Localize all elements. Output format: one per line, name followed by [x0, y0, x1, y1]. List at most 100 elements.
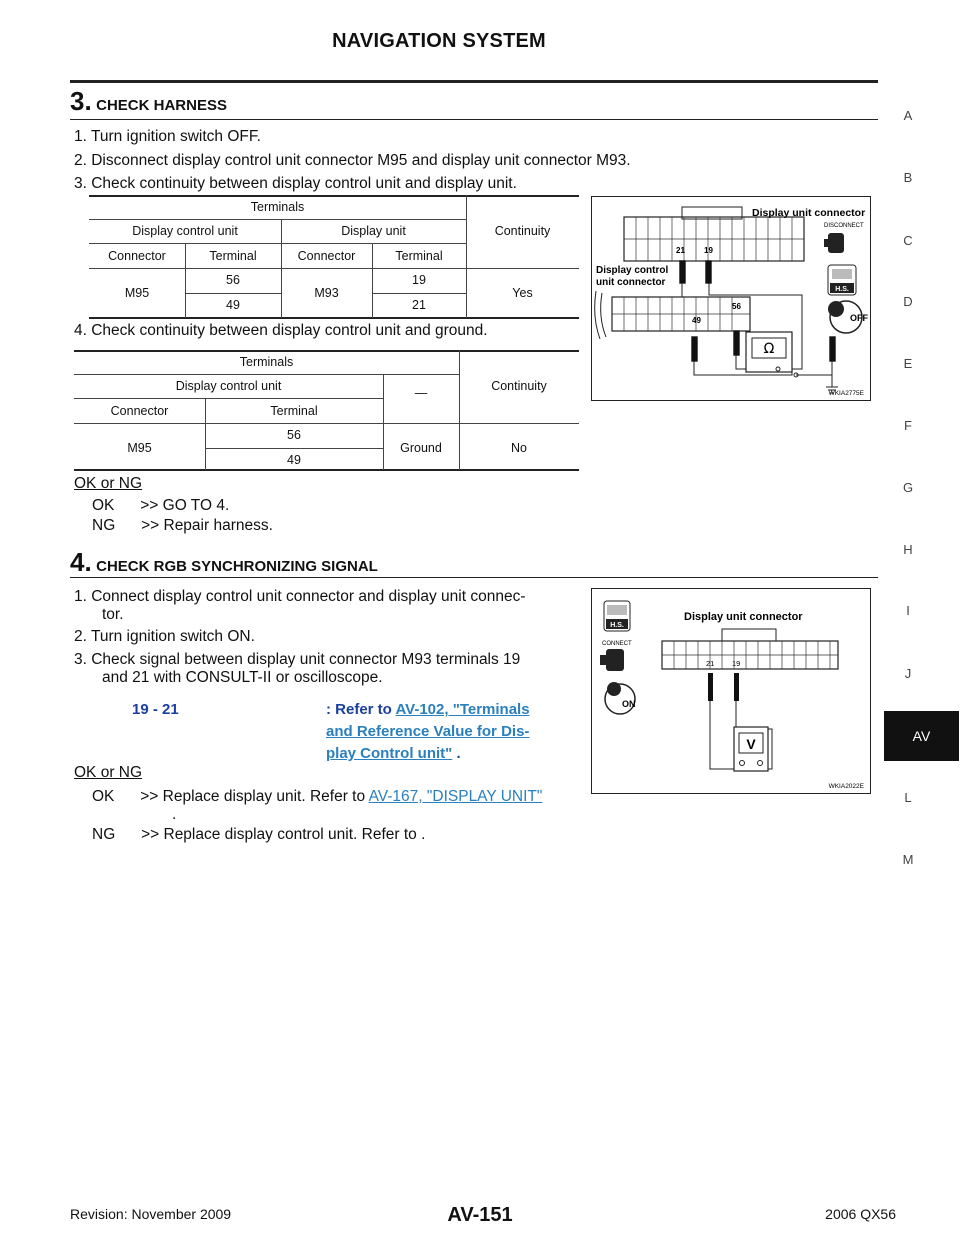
pin-56: 56: [732, 302, 741, 311]
off-label: OFF: [850, 313, 868, 323]
hs-icon: H.S.: [603, 600, 631, 632]
on-label: ON: [622, 699, 636, 709]
side-index-i[interactable]: I: [906, 603, 910, 618]
model-name: 2006 QX56: [825, 1206, 896, 1222]
side-index-l[interactable]: L: [904, 790, 912, 805]
connector-header: Connector: [110, 404, 169, 418]
side-index-d[interactable]: D: [903, 294, 913, 309]
connector-header: Connector: [297, 249, 356, 263]
continuity-header: Continuity: [494, 224, 551, 238]
side-index-b[interactable]: B: [903, 170, 913, 185]
side-index-g[interactable]: G: [902, 480, 914, 495]
step-3: 3. Check signal between display unit con…: [74, 651, 521, 668]
ref-link-2[interactable]: and Reference Value for Dis-: [326, 723, 530, 740]
section-rule: [70, 119, 878, 120]
display-unit-link[interactable]: AV-167, "DISPLAY UNIT": [368, 788, 543, 805]
hs-label: H.S.: [835, 286, 849, 293]
terminals-header: Terminals: [239, 355, 294, 369]
page-number: AV-151: [447, 1204, 513, 1226]
step-1: 1. Connect display control unit connecto…: [74, 588, 526, 605]
pin-19: 19: [732, 659, 740, 668]
section-title: CHECK HARNESS: [96, 97, 227, 114]
ignition-on-icon: ON: [604, 682, 636, 715]
step-2: 2. Turn ignition switch ON.: [74, 628, 255, 645]
table-cell: 49: [287, 453, 301, 467]
dcu-label-2: unit connector: [596, 277, 666, 288]
side-index-av-active[interactable]: AV: [884, 711, 959, 761]
step-4: 4. Check continuity between display cont…: [74, 322, 488, 339]
figure-code: WKIA2775E: [829, 390, 865, 397]
side-index-h[interactable]: H: [903, 542, 913, 557]
du-header: Display unit: [341, 224, 406, 238]
table-cell: Yes: [512, 286, 533, 300]
ok-ng-label: OK or NG: [74, 475, 143, 492]
section-3-heading: 3. CHECK HARNESS: [70, 86, 227, 117]
dcu-label-1: Display control: [596, 265, 668, 276]
section-number: 4.: [70, 547, 92, 577]
section-4-heading: 4. CHECK RGB SYNCHRONIZING SIGNAL: [70, 547, 378, 578]
disconnect-icon: [824, 233, 844, 253]
ok-dot: .: [172, 806, 177, 823]
step-2: 2. Disconnect display control unit conne…: [74, 152, 631, 169]
ref-terminals: 19 - 21: [132, 701, 179, 718]
ohm-symbol: Ω: [764, 341, 775, 357]
dcu-header: Display control unit: [175, 379, 282, 393]
side-index-c[interactable]: C: [903, 233, 913, 248]
section-rule: [70, 577, 878, 578]
side-index-m[interactable]: M: [902, 852, 914, 867]
continuity-table-1: Terminals Continuity Display control uni…: [89, 195, 579, 320]
pin-49: 49: [692, 316, 701, 325]
step-3-cont: and 21 with CONSULT-II or oscilloscope.: [102, 669, 383, 686]
hs-icon: H.S.: [827, 264, 857, 296]
voltmeter-symbol: V: [746, 736, 756, 752]
table-cell: 19: [412, 273, 426, 287]
table-cell: 21: [412, 298, 426, 312]
terminal-header: Terminal: [270, 404, 318, 418]
continuity-header: Continuity: [491, 379, 547, 393]
step-1: 1. Turn ignition switch OFF.: [74, 128, 261, 145]
signal-diagram: H.S. CONNECT ON Display unit connector 2…: [591, 588, 871, 794]
side-index-j[interactable]: J: [904, 666, 912, 681]
ignition-off-icon: OFF: [828, 300, 868, 334]
disconnect-label: DISCONNECT: [824, 223, 864, 229]
step-3: 3. Check continuity between display cont…: [74, 175, 517, 192]
connector-header: Connector: [108, 249, 166, 263]
table-cell: 49: [226, 298, 240, 312]
header-rule: [70, 80, 878, 83]
ref-link-3[interactable]: play Control unit": [326, 745, 453, 762]
side-index-e[interactable]: E: [903, 356, 913, 371]
revision-date: Revision: November 2009: [70, 1206, 232, 1222]
hs-label: H.S.: [610, 622, 624, 629]
harness-diagram: Ω Display unit connector DISCONNECT Disp…: [591, 196, 871, 401]
connect-label: CONNECT: [602, 641, 632, 647]
connect-icon: [600, 649, 624, 671]
table-cell: M93: [314, 286, 339, 300]
ng-result: NG >> Repair harness.: [92, 517, 273, 534]
pin-21: 21: [706, 659, 714, 668]
ok-result: OK >> Replace display unit. Refer to AV-…: [92, 788, 542, 806]
table-cell: Ground: [400, 441, 442, 455]
table-cell: 56: [226, 273, 240, 287]
figure-title: Display unit connector: [684, 611, 803, 623]
ng-result: NG >> Replace display control unit. Refe…: [92, 826, 426, 843]
figure-code: WKIA2022E: [829, 783, 865, 790]
table-cell: 56: [287, 428, 301, 442]
ok-result: OK >> GO TO 4.: [92, 497, 230, 514]
step-1-cont: tor.: [102, 606, 124, 623]
figure-title: Display unit connector: [752, 207, 865, 219]
pin-19: 19: [704, 246, 713, 255]
side-index-a[interactable]: A: [903, 108, 913, 123]
page-title: NAVIGATION SYSTEM: [332, 30, 546, 52]
section-number: 3.: [70, 86, 92, 116]
table-cell: M95: [124, 286, 150, 300]
table-cell: M95: [127, 441, 152, 455]
ref-link-1[interactable]: AV-102, "Terminals: [395, 701, 530, 718]
section-title: CHECK RGB SYNCHRONIZING SIGNAL: [96, 558, 378, 575]
side-index-f[interactable]: F: [904, 418, 912, 433]
table-cell: No: [511, 441, 527, 455]
terminal-header: Terminal: [209, 249, 257, 263]
terminals-header: Terminals: [250, 200, 305, 214]
dcu-header: Display control unit: [132, 224, 238, 238]
ok-text: OK >> Replace display unit. Refer to: [92, 788, 369, 805]
ok-ng-label: OK or NG: [74, 764, 143, 781]
